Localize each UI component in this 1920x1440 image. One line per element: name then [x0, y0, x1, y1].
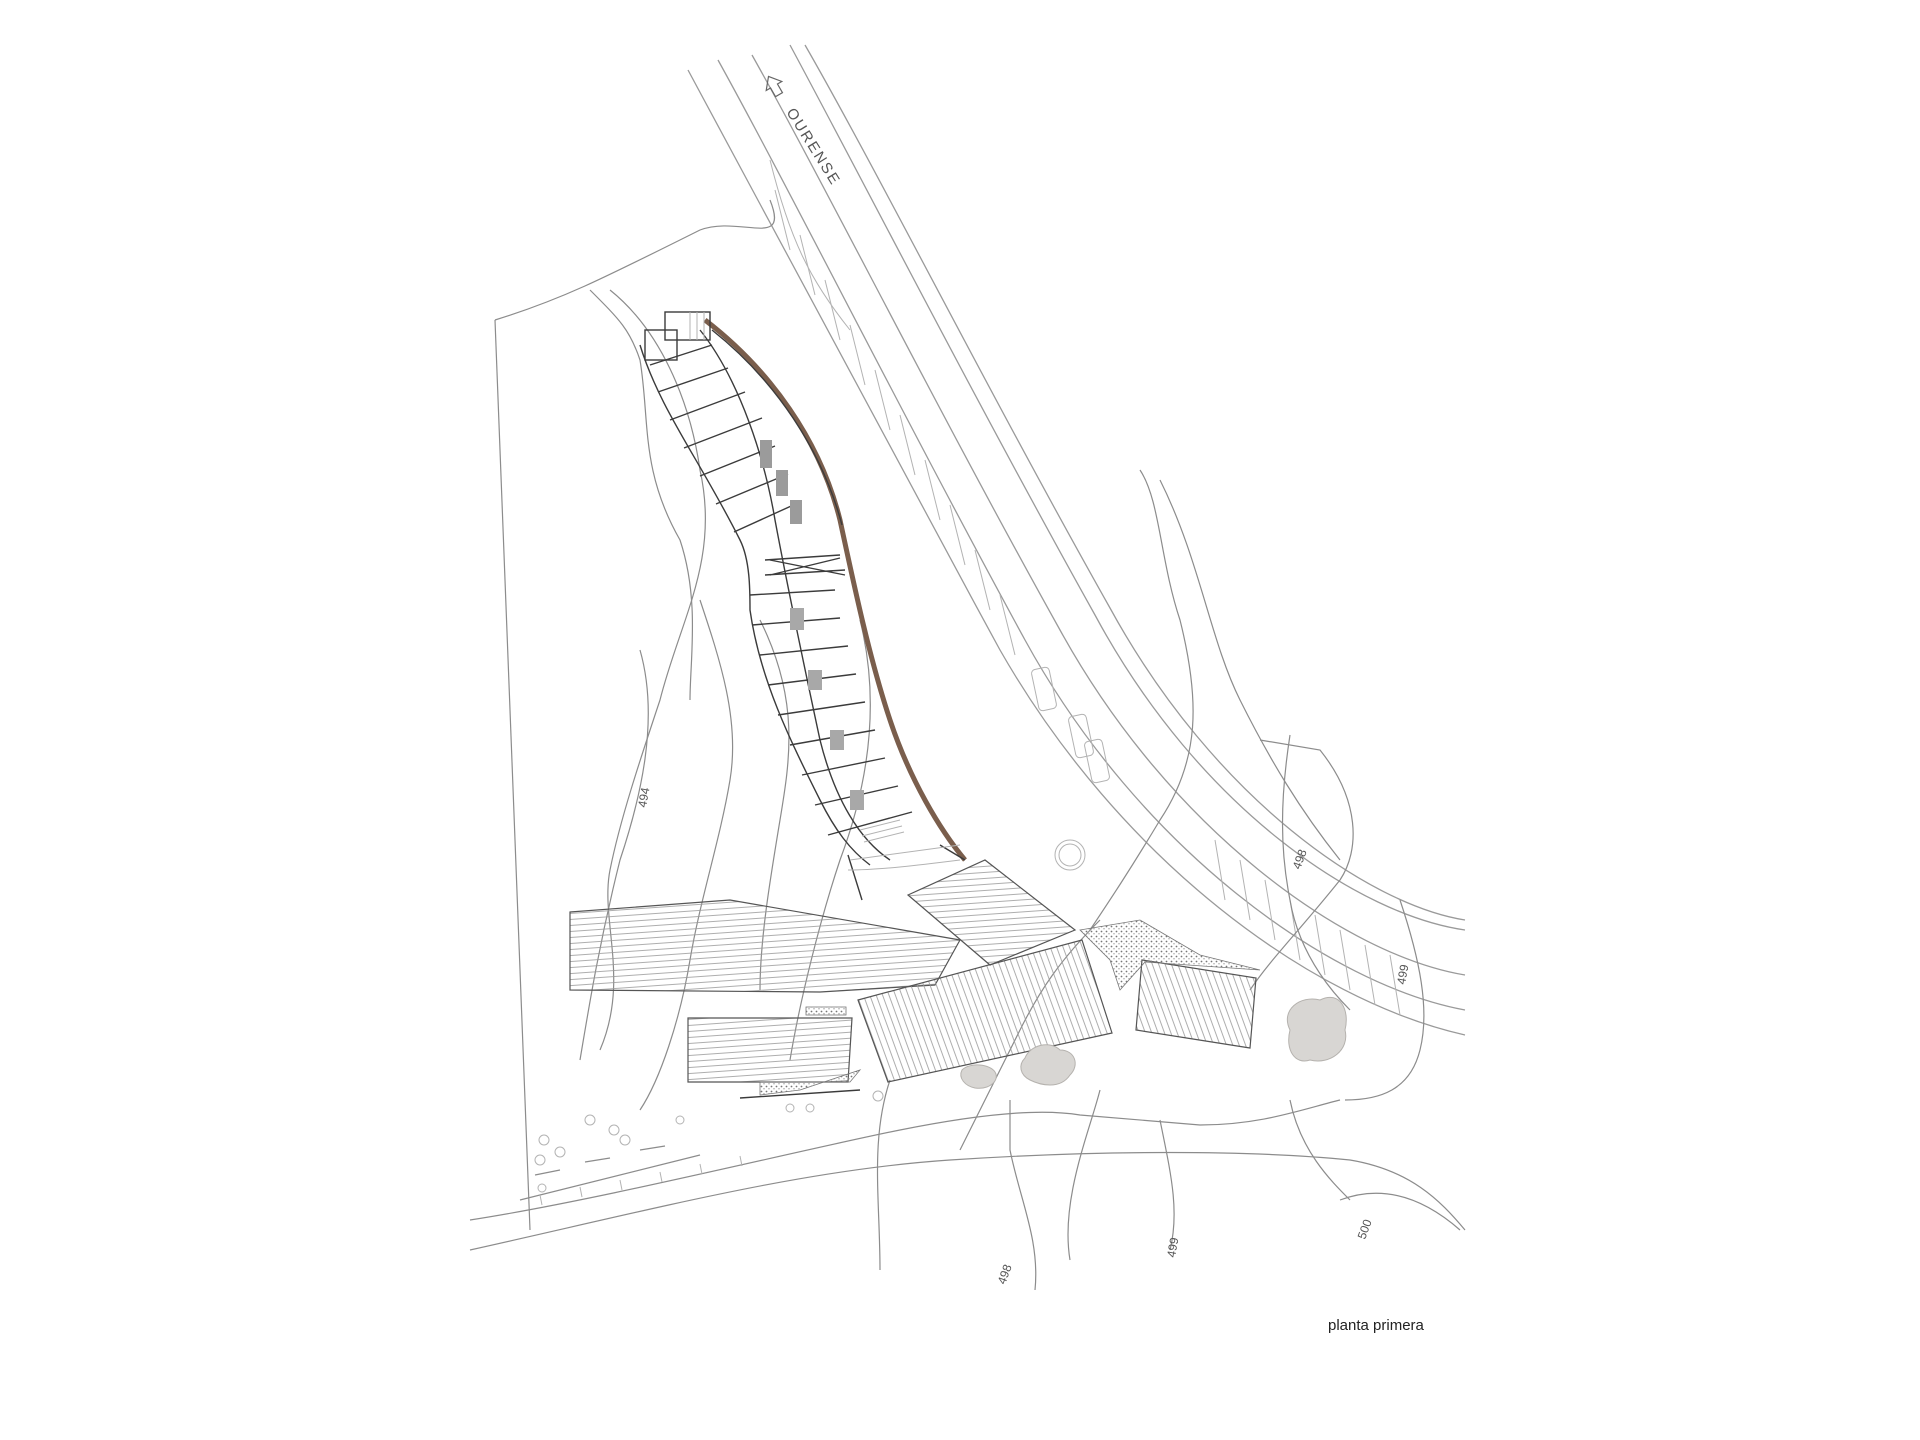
- contour-lines: [469, 199, 1466, 1291]
- roof-volumes: [569, 859, 1261, 1099]
- road-label: OURENSE: [783, 105, 844, 189]
- vegetation: [534, 996, 1347, 1193]
- contour-labels: 494 498 499 498 499 500: [635, 786, 1411, 1286]
- contour-label-south-c: 500: [1355, 1217, 1375, 1241]
- parking-stripes: [769, 159, 1401, 1016]
- fence-ticks: [539, 1155, 743, 1206]
- contour-label-right-edge: 499: [1394, 963, 1411, 985]
- room-dividers-north: [649, 344, 802, 533]
- room-dividers-south: [749, 589, 913, 843]
- parked-cars: [1031, 666, 1110, 871]
- sheet-title: planta primera: [1328, 1317, 1424, 1334]
- contour-label-east: 498: [1290, 847, 1310, 871]
- contour-label-west: 494: [635, 786, 652, 808]
- road: [687, 44, 1466, 1036]
- arrow-up-left-icon: [765, 75, 784, 98]
- contour-label-south-b: 499: [1164, 1236, 1181, 1258]
- contour-label-south-a: 498: [995, 1262, 1015, 1286]
- hotel-wing: [639, 311, 967, 901]
